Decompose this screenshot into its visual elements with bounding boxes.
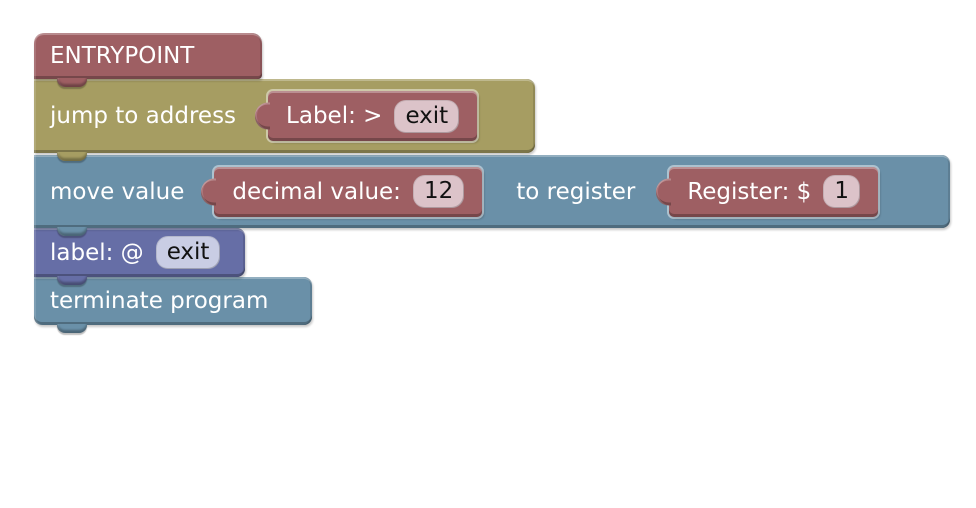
bottom-connector-tab-icon bbox=[57, 152, 87, 161]
block-entrypoint[interactable]: ENTRYPOINT bbox=[34, 33, 262, 87]
block-jump-to-address[interactable]: jump to address Label: > exit bbox=[34, 79, 535, 161]
terminate-label: terminate program bbox=[50, 288, 269, 314]
address-field[interactable]: exit bbox=[394, 99, 460, 133]
block-terminate-program[interactable]: terminate program bbox=[34, 277, 312, 333]
bottom-connector-tab-icon bbox=[57, 324, 87, 333]
jump-label: jump to address bbox=[50, 103, 237, 129]
value-block-decimal[interactable]: decimal value: 12 bbox=[201, 166, 483, 217]
puzzle-connector-icon bbox=[255, 102, 271, 130]
block-label-definition[interactable]: label: @ exit bbox=[34, 228, 245, 285]
entrypoint-label: ENTRYPOINT bbox=[50, 43, 195, 69]
value-block-register[interactable]: Register: $ 1 bbox=[656, 166, 878, 217]
label-def-label: label: @ bbox=[50, 239, 144, 266]
register-label: Register: $ bbox=[687, 178, 812, 205]
address-label: Label: > bbox=[286, 103, 383, 129]
decimal-label: decimal value: bbox=[232, 178, 401, 205]
block-move-value[interactable]: move value decimal value: 12 to register… bbox=[34, 155, 950, 236]
move-label: move value bbox=[50, 178, 185, 205]
bottom-connector-tab-icon bbox=[57, 227, 87, 236]
to-register-label: to register bbox=[516, 178, 636, 205]
puzzle-connector-icon bbox=[201, 178, 217, 205]
label-name-field[interactable]: exit bbox=[155, 236, 221, 269]
bottom-connector-tab-icon bbox=[57, 78, 87, 87]
bottom-connector-tab-icon bbox=[57, 276, 87, 285]
puzzle-connector-icon bbox=[656, 178, 672, 205]
register-field[interactable]: 1 bbox=[823, 175, 860, 208]
value-block-jump-address[interactable]: Label: > exit bbox=[255, 91, 478, 141]
decimal-field[interactable]: 12 bbox=[412, 175, 465, 208]
